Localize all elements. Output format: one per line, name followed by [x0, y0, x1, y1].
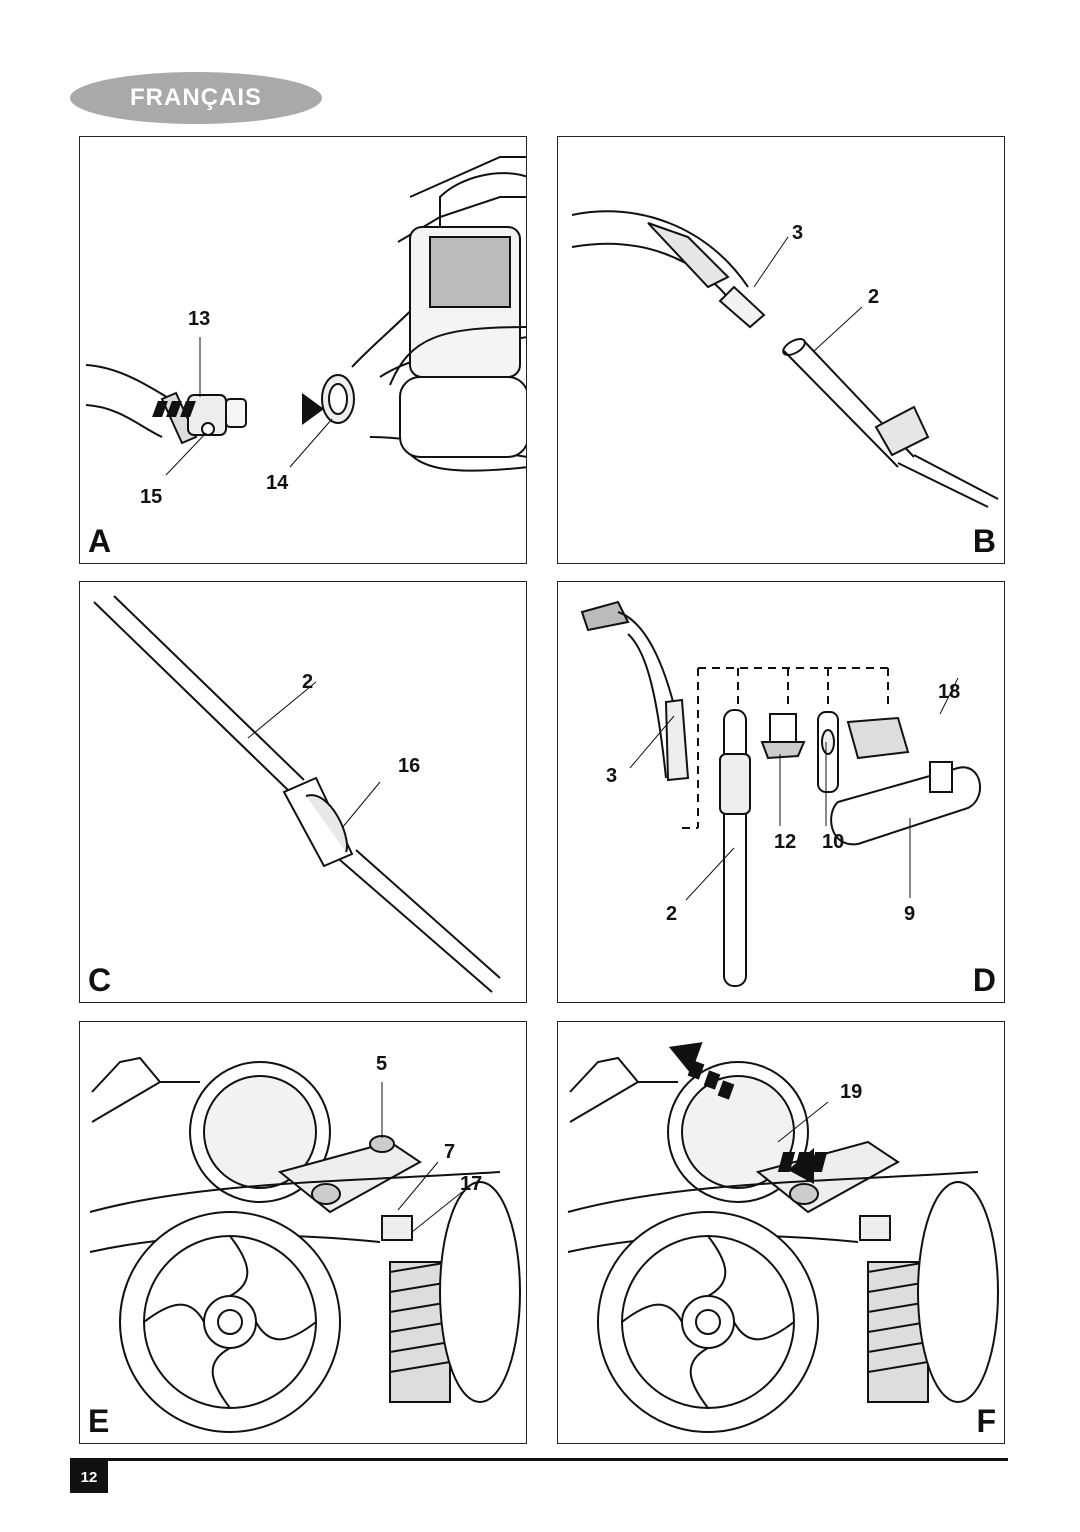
illustration-cyclone-unit-closed	[89, 1056, 521, 1433]
callout-9: 9	[904, 903, 916, 925]
callout-2: 2	[302, 671, 314, 693]
callout-13: 13	[188, 308, 211, 330]
callout-7: 7	[444, 1141, 456, 1163]
callout-19: 19	[840, 1081, 863, 1103]
panel-letter-c: C	[88, 962, 112, 998]
callout-3: 3	[792, 222, 804, 244]
figure-panel-f: 19 F	[557, 1021, 1005, 1444]
callout-14: 14	[266, 472, 289, 494]
callout-10: 10	[822, 831, 845, 853]
callout-16: 16	[398, 755, 421, 777]
footer-rule	[70, 1458, 1008, 1461]
callout-5: 5	[376, 1053, 388, 1075]
figure-panel-d: 18 3 12 10 2 9 D	[557, 581, 1005, 1003]
callout-18: 18	[938, 681, 961, 703]
panel-letter-a: A	[88, 523, 112, 559]
illustration-handle-and-tube	[571, 210, 999, 508]
figure-panel-a: 13 15 14 A	[79, 136, 527, 564]
language-tab: FRANÇAIS	[70, 72, 322, 124]
callout-2: 2	[868, 286, 880, 308]
illustration-cyclone-unit-release	[567, 1042, 999, 1433]
illustration-telescopic-tube	[93, 595, 501, 993]
panel-letter-d: D	[972, 962, 996, 998]
illustration-accessories	[580, 600, 982, 987]
callout-17: 17	[460, 1173, 483, 1195]
illustration-hose-connection	[85, 156, 526, 476]
callout-3: 3	[606, 765, 618, 787]
figure-panel-c: 2 16 C	[79, 581, 527, 1003]
panel-letter-e: E	[88, 1403, 110, 1439]
panel-letter-b: B	[972, 523, 996, 559]
figure-panel-e: 5 7 17 E	[79, 1021, 527, 1444]
callout-15: 15	[140, 486, 163, 508]
callout-12: 12	[774, 831, 797, 853]
page-number: 12	[70, 1461, 108, 1493]
callout-2: 2	[666, 903, 678, 925]
panel-letter-f: F	[976, 1403, 996, 1439]
figure-panel-b: 3 2 B	[557, 136, 1005, 564]
